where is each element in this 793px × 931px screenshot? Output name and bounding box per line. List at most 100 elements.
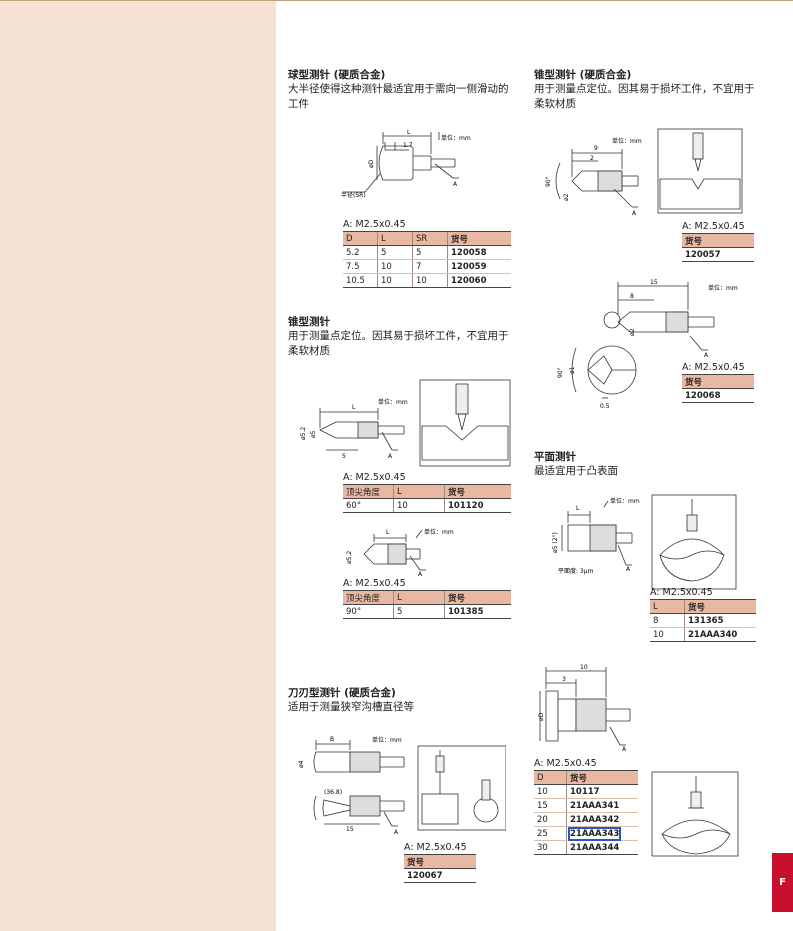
cell: 10.5 <box>343 273 378 288</box>
cone-r2-dim-05: 0.5 <box>600 403 610 410</box>
part-number: 10117 <box>566 784 638 799</box>
table-row: 15 21AAA341 <box>534 798 638 813</box>
flat-dim-l: L <box>576 505 580 512</box>
flat-stylus-title: 平面测针 <box>534 451 576 463</box>
cone2-dim-52: ø5.2 <box>346 551 353 564</box>
table-row: 10.5 10 10 120060 <box>343 273 511 288</box>
cell: 20 <box>534 812 567 827</box>
knife-stylus-section: 刀刃型测针 (硬质合金) 适用于测量狭窄沟槽直径等 <box>288 686 513 715</box>
flat-stylus-section: 平面测针 最适宜用于凸表面 <box>534 450 764 479</box>
ball-th-l: L <box>377 231 413 246</box>
cone-carbide-desc: 用于测量点定位。因其易于损坏工件，不宜用于柔软材质 <box>534 83 755 110</box>
th-l: L <box>650 599 685 614</box>
ball-unit: 单位：mm <box>441 134 471 142</box>
cone-r-dim-d2: ø2 <box>563 193 570 201</box>
cone-table-2: 顶尖角度 L 货号 90° 5 101385 <box>343 590 511 619</box>
cell: 90° <box>343 604 394 619</box>
cone-r-dim-90: 90° <box>545 176 552 187</box>
cell: 15 <box>534 798 567 813</box>
knife-stylus-desc: 适用于测量狭窄沟槽直径等 <box>288 701 414 713</box>
part-number: 131365 <box>684 613 756 628</box>
cell: 10 <box>377 273 413 288</box>
knife-thread: A: M2.5x0.45 <box>404 842 467 853</box>
cone-stylus-title: 锥型测针 <box>288 316 330 328</box>
cone-spec-1: A: M2.5x0.45 顶尖角度 L 货号 60° 10 101120 <box>343 472 511 513</box>
table-row: 60° 10 101120 <box>343 498 511 513</box>
flat-stylus-desc: 最适宜用于凸表面 <box>534 465 618 477</box>
cone-r2-dim-8: 8 <box>630 293 634 300</box>
cone-carbide-spec: A: M2.5x0.45 货号 120057 <box>682 221 754 262</box>
cell: 8 <box>650 613 685 628</box>
table-row: 20 21AAA342 <box>534 812 638 827</box>
th-code: 货号 <box>404 854 476 869</box>
highlighted-part-number[interactable]: 21AAA343 <box>567 826 622 841</box>
cone-carbide-drawing-2: 15 8 单位：mm ø2 90° ø1 0.5 A <box>550 278 750 414</box>
cone-unit: 单位：mm <box>378 398 408 406</box>
cell: 7 <box>412 259 448 274</box>
th-angle: 顶尖角度 <box>343 484 394 499</box>
part-number: 21AAA344 <box>566 840 638 855</box>
ball-th-code: 货号 <box>447 231 511 246</box>
cone-carbide-spec-2: A: M2.5x0.45 货号 120068 <box>682 362 754 403</box>
table-row: 25 21AAA343 <box>534 826 638 841</box>
flat-flatness: 平面度: 3μm <box>558 567 594 575</box>
disk-stylus-drawing: 10 3 øD A <box>534 661 644 753</box>
cone-dim-5: ø5 <box>310 430 317 438</box>
part-number: 21AAA342 <box>566 812 638 827</box>
ball-stylus-title: 球型测针 (硬质合金) <box>288 69 386 81</box>
table-row: 120057 <box>682 247 754 262</box>
table-row: 120067 <box>404 868 476 883</box>
cell: 7.5 <box>343 259 378 274</box>
part-number: 120057 <box>682 247 754 262</box>
th-code: 货号 <box>566 770 638 785</box>
flat-spec: A: M2.5x0.45 L 货号 8 131365 10 21AAA340 <box>650 587 756 642</box>
ball-table: D L SR 货号 5.2 5 5 120058 7.5 10 7 120059… <box>343 231 511 288</box>
th-code: 货号 <box>682 233 754 248</box>
sidebar-panel <box>0 0 276 931</box>
cone-stylus-drawing-2: L 单位：mm ø5.2 A <box>340 524 470 576</box>
disk-thread: A: M2.5x0.45 <box>534 758 597 769</box>
table-row: 30 21AAA344 <box>534 840 638 855</box>
knife-stylus-drawing: B 单位：mm ø4 (36.8) 15 A <box>294 730 506 838</box>
ball-spec: A: M2.5x0.45 D L SR 货号 5.2 5 5 120058 7.… <box>343 219 511 288</box>
knife-stylus-title: 刀刃型测针 (硬质合金) <box>288 687 396 699</box>
knife-dim-4: ø4 <box>298 760 305 768</box>
part-number: 120058 <box>447 245 511 260</box>
part-number: 120067 <box>404 868 476 883</box>
cell: 25 <box>534 826 567 841</box>
table-row: 10 21AAA340 <box>650 627 756 642</box>
cell: 10 <box>393 498 445 513</box>
cone-carbide-table: 货号 120057 <box>682 233 754 262</box>
ball-radius: 半径(SR) <box>341 191 366 199</box>
ball-dim-17: 1.7 <box>403 142 413 149</box>
cell: 30 <box>534 840 567 855</box>
disk-dim-10: 10 <box>580 664 588 671</box>
cone2-a: A <box>418 571 423 576</box>
part-number: 101385 <box>444 604 511 619</box>
cone-r-dim-9: 9 <box>594 145 598 152</box>
flat-unit: 单位：mm <box>610 497 640 505</box>
ball-stylus-section: 球型测针 (硬质合金) 大半径使得这种测针最适宜用于需向一侧滑动的工件 <box>288 68 513 112</box>
knife-a: A <box>394 829 399 836</box>
knife-dim-368: (36.8) <box>324 789 342 796</box>
th-d: D <box>534 770 567 785</box>
cone-stylus-section: 锥型测针 用于测量点定位。因其易于损坏工件，不宜用于柔软材质 <box>288 315 513 359</box>
knife-spec: A: M2.5x0.45 货号 120067 <box>404 842 476 883</box>
disk-application-drawing <box>650 770 740 858</box>
cell: 10 <box>377 259 413 274</box>
cone-dim-5b: 5 <box>342 453 346 460</box>
ball-dim-d: øD <box>368 159 375 168</box>
th-code: 货号 <box>682 374 754 389</box>
th-l: L <box>393 484 445 499</box>
table-row: 10 10117 <box>534 784 638 799</box>
th-code: 货号 <box>684 599 756 614</box>
flat-table: L 货号 8 131365 10 21AAA340 <box>650 599 756 642</box>
knife-dim-15: 15 <box>346 826 354 833</box>
cell: 5 <box>377 245 413 260</box>
cone-spec-2: A: M2.5x0.45 顶尖角度 L 货号 90° 5 101385 <box>343 578 511 619</box>
flat-dim-d: ø5 (2°) <box>552 532 559 553</box>
cone-dim-l: L <box>352 404 356 411</box>
ball-th-d: D <box>343 231 378 246</box>
section-tab[interactable]: F <box>772 853 793 912</box>
cone-r2-dim-15: 15 <box>650 279 658 286</box>
